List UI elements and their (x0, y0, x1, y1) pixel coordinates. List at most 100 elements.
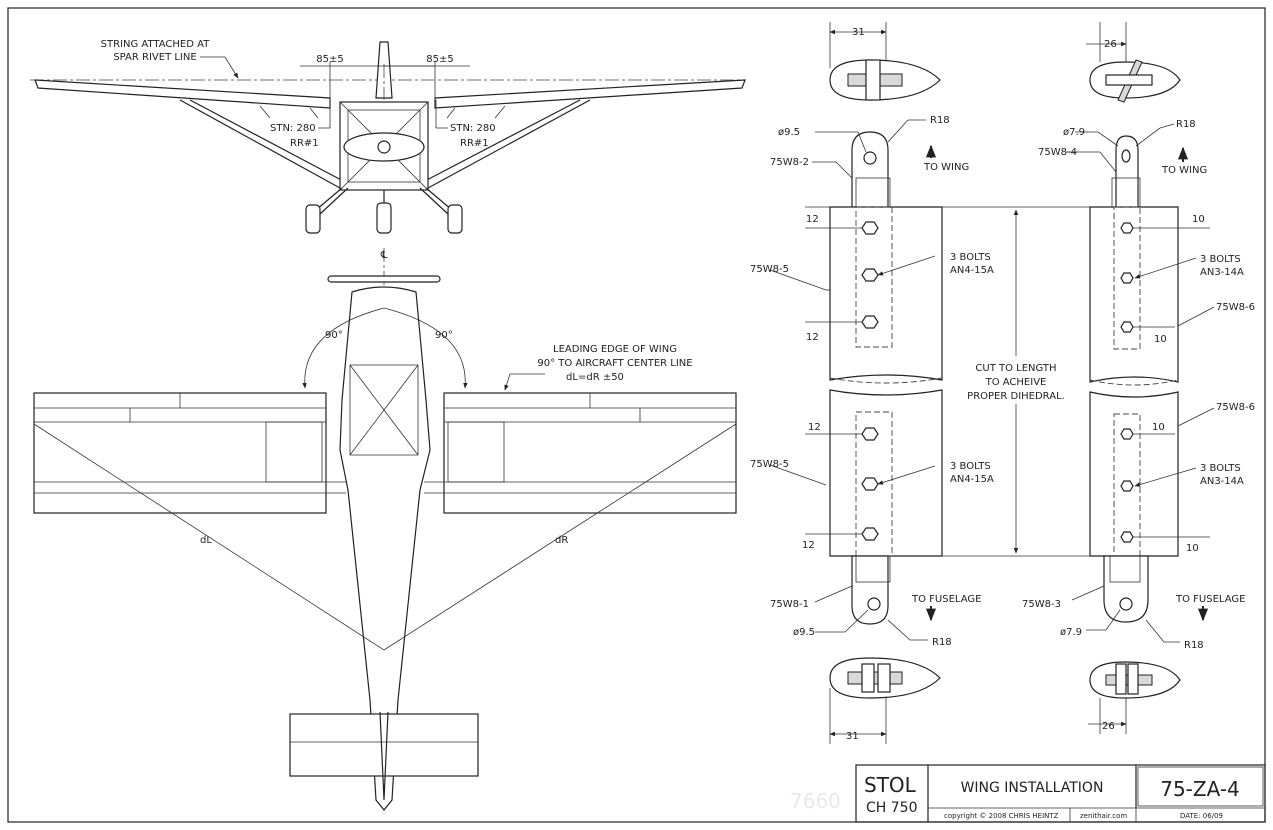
part-bottom-fitting-left: 75W8-1 (770, 599, 809, 610)
to-fuselage-left: TO FUSELAGE (911, 594, 981, 605)
lower-fitting-left (851, 555, 889, 625)
right-wheel (447, 204, 463, 234)
upper-strut-left (829, 206, 943, 381)
bolts-upper-left (861, 221, 879, 329)
bolts-lower-right-line2: AN3-14A (1200, 476, 1244, 487)
cut-to-length: CUT TO LENGTH TO ACHEIVE PROPER DIHEDRAL… (942, 206, 1090, 557)
product-line2: CH 750 (866, 800, 917, 816)
bolts-lower-left-line2: AN4-15A (950, 474, 994, 485)
bolts-upper-right-line1: 3 BOLTS (1200, 254, 1241, 265)
cowling-front (343, 132, 425, 162)
part-upper-strut-left: 75W8-5 (750, 264, 789, 275)
angle-right: 90° (435, 330, 453, 341)
upper-fitting-left (851, 131, 889, 211)
front-view: STRING ATTACHED AT SPAR RIVET LINE 85±5 … (30, 39, 746, 234)
left-wing-front (34, 79, 331, 109)
spacing-right-2: 10 (1154, 334, 1167, 345)
top-view: ℄ 90° 90° LEA (33, 248, 737, 811)
drawing-title: WING INSTALLATION (961, 780, 1104, 796)
leading-edge-note-line2: 90° TO AIRCRAFT CENTER LINE (537, 358, 692, 369)
bolts-upper-left-line2: AN4-15A (950, 265, 994, 276)
diagonal-left (33, 423, 385, 651)
to-wing-right: TO WING (1161, 165, 1207, 176)
date: DATE: 06/09 (1180, 812, 1223, 820)
string-note-line2: SPAR RIVET LINE (113, 52, 196, 63)
width-bottom-right: 26 (1102, 721, 1115, 732)
bolts-lower-left-line1: 3 BOLTS (950, 461, 991, 472)
diag-label-left: dL (200, 535, 212, 546)
cut-note-line1: CUT TO LENGTH (975, 363, 1056, 374)
part-lower-strut-right: 75W8-6 (1216, 402, 1255, 413)
lower-strut-right (1089, 391, 1179, 557)
width-bottom-left: 31 (846, 731, 859, 742)
hole-bottom-right: ø7.9 (1060, 627, 1082, 638)
spacing-right-1: 10 (1192, 214, 1205, 225)
strut-detail-left: 31 ø9.5 R18 75W8-2 TO WING 3 BOLTS AN4-1… (750, 22, 994, 744)
bolts-lower-left (861, 427, 879, 541)
diag-label-right: dR (555, 535, 568, 546)
nose-wheel (376, 202, 392, 234)
sheet-border (7, 7, 1266, 823)
bolts-upper-right-line2: AN3-14A (1200, 267, 1244, 278)
cut-note-line3: PROPER DIHEDRAL. (967, 391, 1065, 402)
website: zenithair.com (1080, 812, 1127, 820)
diagonal-right (383, 423, 737, 651)
radius-top-right: R18 (1176, 119, 1196, 130)
spacing-left-2: 12 (806, 332, 819, 343)
lower-fitting-right (1103, 555, 1149, 623)
centerline-symbol: ℄ (380, 250, 388, 261)
part-upper-strut-right: 75W8-6 (1216, 302, 1255, 313)
hole-top-right: ø7.9 (1063, 127, 1085, 138)
radius-top-left: R18 (930, 115, 950, 126)
width-top-right: 26 (1104, 39, 1117, 50)
horizontal-tail-top (289, 713, 479, 777)
dimension-right: 85±5 (426, 54, 453, 65)
dimension-left: 85±5 (316, 54, 343, 65)
strut-detail-right: 26 ø7.9 R18 75W8-4 TO WING 3 BOLTS AN3-1… (1022, 22, 1255, 734)
spacing-left-3: 12 (808, 422, 821, 433)
spacing-left-1: 12 (806, 214, 819, 225)
angle-left: 90° (325, 330, 343, 341)
left-wheel (305, 204, 321, 234)
to-fuselage-right: TO FUSELAGE (1175, 594, 1245, 605)
part-lower-strut-left: 75W8-5 (750, 459, 789, 470)
rr-left: RR#1 (290, 138, 319, 149)
bolts-upper-left-line1: 3 BOLTS (950, 252, 991, 263)
leading-edge-note-line3: dL=dR ±50 (566, 372, 624, 383)
to-wing-left: TO WING (923, 162, 969, 173)
left-wing-top (33, 392, 327, 514)
title-block: 7660 STOL CH 750 WING INSTALLATION 75-ZA… (790, 764, 1266, 823)
spacing-left-4: 12 (802, 540, 815, 551)
left-strut-front (179, 99, 346, 189)
propeller-top (327, 275, 441, 283)
width-top-left: 31 (852, 27, 865, 38)
radius-bottom-left: R18 (932, 637, 952, 648)
lower-strut-left (829, 389, 943, 557)
copyright: copyright © 2008 CHRIS HEINTZ (944, 812, 1059, 820)
part-top-fitting-left: 75W8-2 (770, 157, 809, 168)
stn-left: STN: 280 (270, 123, 316, 134)
fuselage-top (339, 286, 431, 811)
hole-top-left: ø9.5 (778, 127, 800, 138)
product-line1: STOL (864, 773, 917, 797)
cut-note-line2: TO ACHEIVE (985, 377, 1047, 388)
leading-edge-note-line1: LEADING EDGE OF WING (553, 344, 677, 355)
hole-bottom-left: ø9.5 (793, 627, 815, 638)
drawing-number: 75-ZA-4 (1160, 777, 1240, 801)
rr-right: RR#1 (460, 138, 489, 149)
bolts-upper-right (1120, 222, 1134, 333)
right-strut-front (422, 99, 591, 189)
faded-stamp: 7660 (790, 789, 841, 813)
part-bottom-fitting-right: 75W8-3 (1022, 599, 1061, 610)
upper-strut-right (1089, 206, 1179, 383)
right-wing-top (443, 392, 737, 514)
spacing-right-3: 10 (1152, 422, 1165, 433)
string-note-line1: STRING ATTACHED AT (101, 39, 211, 50)
bolts-lower-right-line1: 3 BOLTS (1200, 463, 1241, 474)
spacing-right-4: 10 (1186, 543, 1199, 554)
bolts-lower-right (1120, 428, 1134, 543)
upper-fitting-right (1115, 135, 1139, 211)
radius-bottom-right: R18 (1184, 640, 1204, 651)
right-wing-front (434, 79, 746, 109)
